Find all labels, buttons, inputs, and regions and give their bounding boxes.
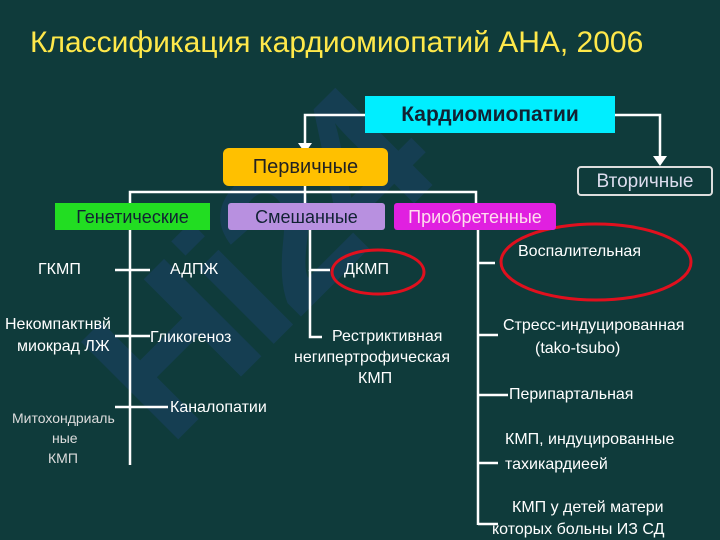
rcm-label-1: Рестриктивная bbox=[332, 328, 443, 345]
mito-label-2: ные bbox=[52, 430, 78, 446]
stress-label-1: Стресс-индуцированная bbox=[503, 317, 685, 334]
arrow-secondary bbox=[653, 156, 667, 166]
noncompact-label-2: миокрад ЛЖ bbox=[17, 338, 110, 355]
stress-label-2: (tako-tsubo) bbox=[535, 340, 621, 357]
arvd-label: АДПЖ bbox=[170, 261, 219, 278]
noncompact-label-1: Некомпактнвй bbox=[5, 316, 111, 333]
diabetic-label-2: которых больны ИЗ СД bbox=[492, 521, 665, 538]
tachy-label-1: КМП, индуцированные bbox=[505, 431, 675, 448]
secondary-box: Вторичные bbox=[577, 166, 713, 196]
acquired-box: Приобретенные bbox=[394, 203, 556, 230]
slide-title: Классификация кардиомиопатий АНА, 2006 bbox=[30, 26, 644, 59]
channelopathies-label: Каналопатии bbox=[170, 399, 267, 416]
highlight-inflammatory bbox=[499, 222, 693, 302]
hcm-label: ГКМП bbox=[38, 261, 81, 278]
mixed-box: Смешанные bbox=[228, 203, 385, 230]
mito-label-3: КМП bbox=[48, 450, 78, 466]
highlight-dcm bbox=[330, 248, 426, 296]
diabetic-label-1: КМП у детей матери bbox=[512, 499, 664, 516]
peripartum-label: Перипартальная bbox=[509, 386, 634, 403]
dcm-label: ДКМП bbox=[344, 261, 389, 278]
rcm-label-2: негипертрофическая bbox=[294, 349, 450, 366]
glycogenosis-label: Гликогеноз bbox=[150, 329, 232, 346]
inflammatory-label: Воспалительная bbox=[518, 243, 641, 260]
tachy-label-2: тахикардиеей bbox=[505, 456, 608, 473]
root-box: Кардиомиопатии bbox=[365, 96, 615, 133]
genetic-box: Генетические bbox=[55, 203, 210, 230]
primary-box: Первичные bbox=[223, 148, 388, 186]
rcm-label-3: КМП bbox=[358, 370, 393, 387]
mito-label-1: Митохондриаль bbox=[12, 410, 115, 426]
